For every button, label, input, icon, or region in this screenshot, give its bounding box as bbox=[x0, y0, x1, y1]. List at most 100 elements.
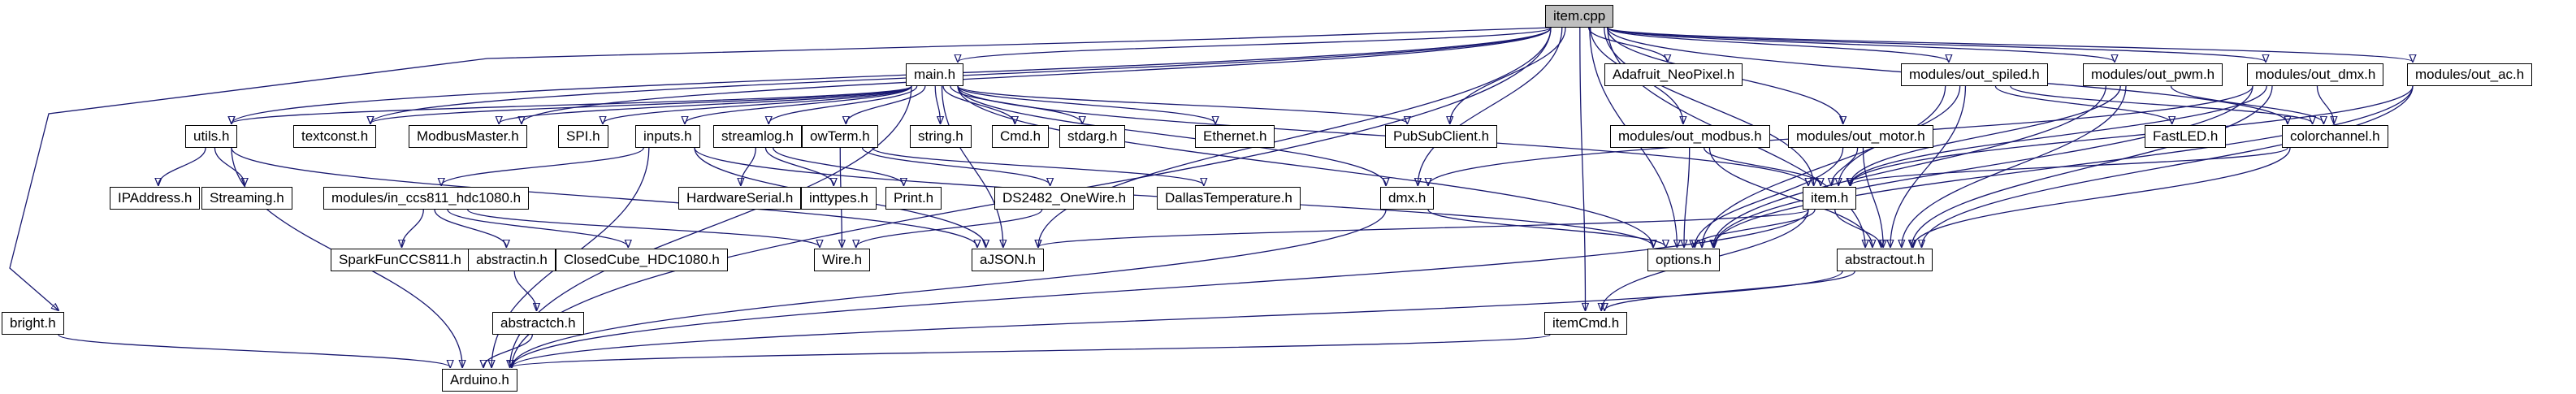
graph-node-wire_h[interactable]: Wire.h bbox=[814, 249, 871, 271]
graph-node-out_modbus_h[interactable]: modules/out_modbus.h bbox=[1610, 125, 1770, 148]
graph-node-hardwareserial_h[interactable]: HardwareSerial.h bbox=[678, 187, 802, 210]
graph-node-colorchannel_h[interactable]: colorchannel.h bbox=[2282, 125, 2388, 148]
graph-node-stdarg_h[interactable]: stdarg.h bbox=[1059, 125, 1126, 148]
graph-node-string_h[interactable]: string.h bbox=[910, 125, 972, 148]
graph-node-bright_h[interactable]: bright.h bbox=[2, 312, 64, 335]
graph-node-spi_h[interactable]: SPI.h bbox=[558, 125, 608, 148]
graph-edge bbox=[2170, 85, 2323, 123]
graph-edge bbox=[1994, 85, 2171, 123]
graph-node-itemcmd_h[interactable]: itemCmd.h bbox=[1544, 312, 1628, 335]
graph-edge bbox=[1911, 85, 2273, 247]
graph-node-adafruit_neopixel_h[interactable]: Adafruit_NeoPixel.h bbox=[1604, 63, 1743, 86]
graph-edge bbox=[1834, 209, 1881, 247]
graph-node-cmd_h[interactable]: Cmd.h bbox=[992, 125, 1050, 148]
graph-edge bbox=[158, 147, 206, 185]
graph-edge bbox=[1714, 85, 2253, 247]
graph-edge bbox=[1684, 147, 1691, 247]
graph-edge bbox=[846, 85, 926, 123]
graph-edge bbox=[512, 271, 1843, 367]
graph-node-dallastemperature_h[interactable]: DallasTemperature.h bbox=[1157, 187, 1301, 210]
graph-edge bbox=[1913, 147, 2291, 247]
graph-node-ds2482_onewire_h[interactable]: DS2482_OneWire.h bbox=[994, 187, 1135, 210]
graph-edge bbox=[603, 85, 912, 123]
graph-edge bbox=[513, 271, 536, 310]
graph-edge bbox=[1902, 85, 2127, 247]
graph-edge bbox=[512, 209, 1809, 367]
graph-edge bbox=[1702, 85, 1946, 247]
graph-edge bbox=[957, 85, 1215, 123]
graph-edge bbox=[958, 27, 1552, 62]
graph-edge bbox=[957, 85, 1808, 185]
graph-node-utils_h[interactable]: utils.h bbox=[185, 125, 238, 148]
graph-node-out_spiled_h[interactable]: modules/out_spiled.h bbox=[1901, 63, 2048, 86]
graph-edge bbox=[232, 27, 1552, 123]
graph-edge bbox=[1922, 85, 2414, 247]
graph-node-out_pwm_h[interactable]: modules/out_pwm.h bbox=[2083, 63, 2223, 86]
graph-edge bbox=[1850, 85, 2121, 185]
graph-node-dmx_h[interactable]: dmx.h bbox=[1380, 187, 1435, 210]
graph-node-inputs_h[interactable]: inputs.h bbox=[635, 125, 700, 148]
graph-edge bbox=[402, 209, 424, 247]
graph-edge bbox=[1713, 85, 2106, 247]
graph-node-ethernet_h[interactable]: Ethernet.h bbox=[1195, 125, 1275, 148]
graph-edge bbox=[872, 147, 1204, 185]
graph-node-pubsubclient_h[interactable]: PubSubClient.h bbox=[1385, 125, 1498, 148]
graph-edge bbox=[1607, 27, 2413, 62]
graph-node-ajson_h[interactable]: aJSON.h bbox=[972, 249, 1044, 271]
graph-edge bbox=[58, 334, 450, 367]
graph-node-ipaddress_h[interactable]: IPAddress.h bbox=[110, 187, 201, 210]
graph-node-main_h[interactable]: main.h bbox=[906, 63, 964, 86]
graph-edge bbox=[1708, 147, 1872, 247]
graph-node-streaming_h[interactable]: Streaming.h bbox=[201, 187, 292, 210]
graph-edge bbox=[2010, 85, 2313, 123]
graph-edge bbox=[522, 27, 1552, 123]
graph-edge bbox=[1862, 147, 1883, 247]
graph-edge bbox=[861, 147, 1050, 185]
graph-edge bbox=[441, 147, 644, 185]
graph-edge bbox=[1851, 85, 2414, 185]
graph-node-owterm_h[interactable]: owTerm.h bbox=[802, 125, 878, 148]
graph-edge bbox=[499, 85, 912, 123]
graph-node-out_dmx_h[interactable]: modules/out_dmx.h bbox=[2247, 63, 2384, 86]
graph-node-abstractch_h[interactable]: abstractch.h bbox=[492, 312, 584, 335]
graph-edge bbox=[934, 85, 940, 123]
graph-node-streamlog_h[interactable]: streamlog.h bbox=[713, 125, 802, 148]
graph-edge bbox=[434, 209, 506, 247]
graph-edge bbox=[483, 334, 533, 367]
graph-edge bbox=[1607, 27, 2266, 62]
graph-edge bbox=[1704, 147, 1821, 185]
graph-node-out_motor_h[interactable]: modules/out_motor.h bbox=[1788, 125, 1933, 148]
graph-edge bbox=[741, 147, 756, 185]
graph-node-arduino_h[interactable]: Arduino.h bbox=[442, 369, 517, 392]
graph-node-options_h[interactable]: options.h bbox=[1647, 249, 1720, 271]
graph-edge bbox=[1587, 27, 1668, 62]
graph-edge bbox=[1427, 209, 1665, 247]
graph-node-sparkfunccs811_h[interactable]: SparkFunCCS811.h bbox=[331, 249, 470, 271]
graph-node-in_ccs811_hdc1080_h[interactable]: modules/in_ccs811_hdc1080.h bbox=[323, 187, 530, 210]
graph-edge bbox=[1604, 271, 1855, 310]
graph-node-closedcube_hdc1080_h[interactable]: ClosedCube_HDC1080.h bbox=[556, 249, 728, 271]
graph-edge bbox=[768, 85, 918, 123]
graph-edge bbox=[231, 147, 977, 247]
graph-edge bbox=[512, 334, 1551, 367]
graph-edge bbox=[1851, 147, 2288, 185]
graph-node-abstractin_h[interactable]: abstractin.h bbox=[468, 249, 556, 271]
graph-edge bbox=[957, 85, 1653, 247]
graph-edge bbox=[957, 85, 1386, 185]
graph-node-inttypes_h[interactable]: inttypes.h bbox=[801, 187, 877, 210]
graph-edge bbox=[764, 147, 834, 185]
graph-node-abstractout_h[interactable]: abstractout.h bbox=[1837, 249, 1933, 271]
graph-node-fastled_h[interactable]: FastLED.h bbox=[2145, 125, 2227, 148]
graph-edge bbox=[773, 147, 904, 185]
graph-edge bbox=[232, 85, 912, 123]
graph-node-item_h[interactable]: item.h bbox=[1803, 187, 1857, 210]
graph-edge bbox=[1851, 85, 2267, 185]
graph-node-out_ac_h[interactable]: modules/out_ac.h bbox=[2407, 63, 2533, 86]
graph-edge bbox=[1695, 147, 1844, 247]
graph-node-print_h[interactable]: Print.h bbox=[885, 187, 942, 210]
graph-node-modbusmaster_h[interactable]: ModbusMaster.h bbox=[409, 125, 527, 148]
graph-node-item_cpp: item.cpp bbox=[1545, 5, 1614, 28]
graph-edge bbox=[447, 209, 628, 247]
graph-node-textconst_h[interactable]: textconst.h bbox=[293, 125, 377, 148]
